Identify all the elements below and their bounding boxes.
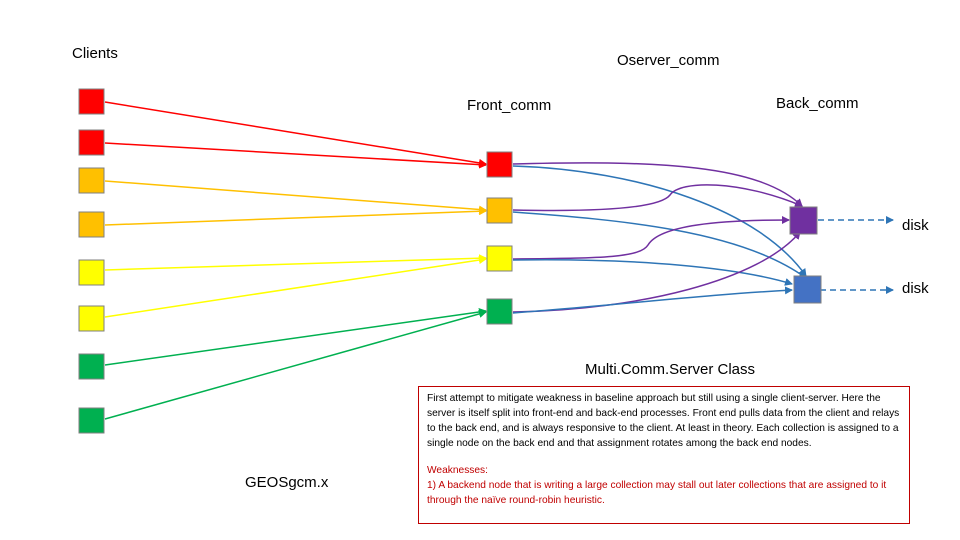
client-node-8 xyxy=(78,407,105,434)
client-node-7 xyxy=(78,353,105,380)
front-node-3 xyxy=(486,245,513,272)
disk-label-1: disk xyxy=(902,217,929,234)
weakness-item: 1) A backend node that is writing a larg… xyxy=(427,480,887,506)
clients-label: Clients xyxy=(72,45,118,62)
disk-label-2: disk xyxy=(902,280,929,297)
geos-label: GEOSgcm.x xyxy=(245,474,329,491)
arrow-front1-back1 xyxy=(512,162,803,207)
client-node-3 xyxy=(78,167,105,194)
arrow-client1-front1 xyxy=(104,101,487,167)
front-back-arrows xyxy=(512,162,807,314)
client-arrows xyxy=(104,101,487,420)
oserver-comm-label: Oserver_comm xyxy=(617,52,720,69)
arrow-front3-back2 xyxy=(512,259,793,286)
back-column xyxy=(789,206,822,304)
client-node-6 xyxy=(78,305,105,332)
class-name-label: Multi.Comm.Server Class xyxy=(585,361,756,378)
arrow-client7-front4 xyxy=(104,308,487,366)
client-node-4 xyxy=(78,211,105,238)
front-column xyxy=(486,151,513,325)
arrow-client3-front2 xyxy=(104,180,487,214)
arrow-front4-back2 xyxy=(512,286,793,314)
back-comm-label: Back_comm xyxy=(776,95,859,112)
arrow-client4-front2 xyxy=(104,207,487,226)
description-text: First attempt to mitigate weakness in ba… xyxy=(427,393,900,449)
arrow-front1-back2 xyxy=(512,165,807,277)
back-node-1 xyxy=(789,206,818,235)
arrow-client5-front3 xyxy=(104,254,487,271)
client-node-1 xyxy=(78,88,105,115)
front-node-2 xyxy=(486,197,513,224)
client-node-5 xyxy=(78,259,105,286)
front-node-1 xyxy=(486,151,513,178)
arrow-front3-back1 xyxy=(512,216,790,260)
arrow-front2-back1 xyxy=(512,184,803,212)
arrow-client6-front3 xyxy=(104,256,487,318)
description-box: First attempt to mitigate weakness in ba… xyxy=(418,386,910,524)
front-comm-label: Front_comm xyxy=(467,97,552,114)
arrow-front2-back2 xyxy=(512,211,807,279)
front-node-4 xyxy=(486,298,513,325)
client-node-2 xyxy=(78,129,105,156)
weaknesses-title: Weaknesses: xyxy=(427,465,488,476)
disk-arrows xyxy=(818,216,894,294)
back-node-2 xyxy=(793,275,822,304)
arrow-client2-front1 xyxy=(104,142,487,169)
client-column xyxy=(78,88,105,434)
arrow-client8-front4 xyxy=(104,310,487,420)
